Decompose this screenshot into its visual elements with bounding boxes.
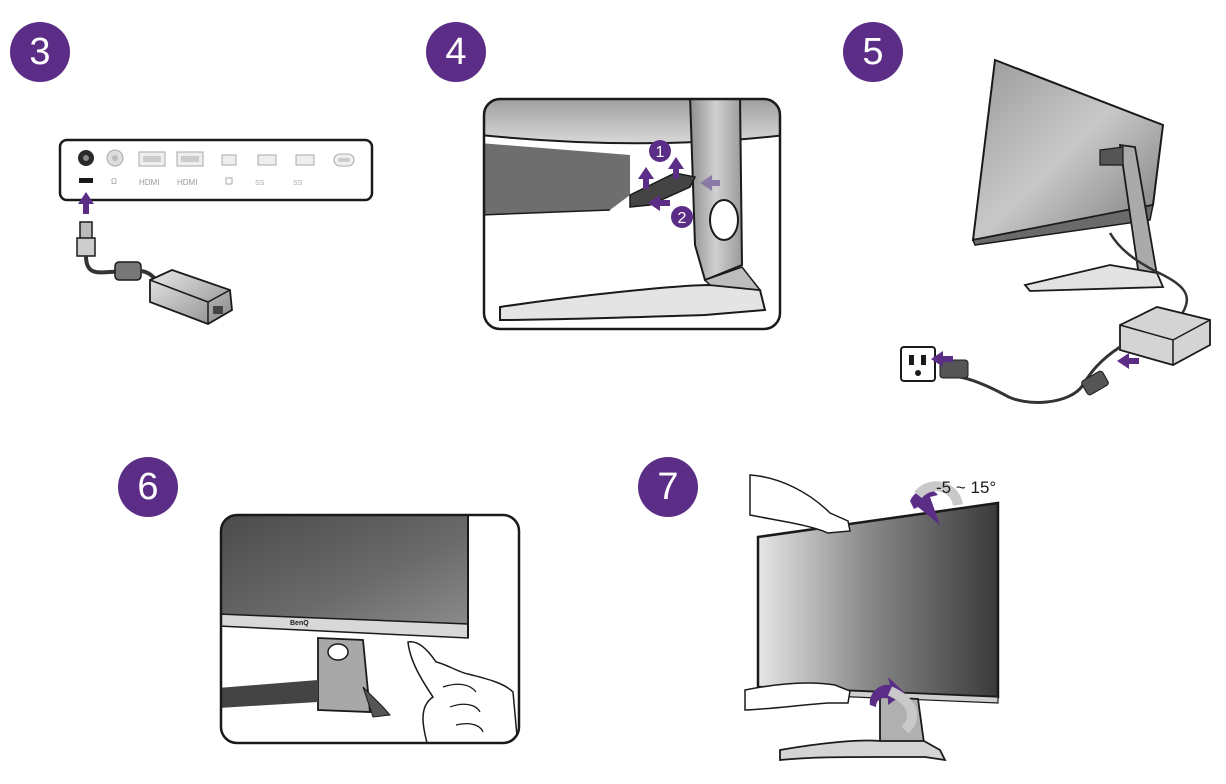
svg-text:SS: SS [293, 180, 303, 187]
left-arrow-icon [700, 175, 720, 191]
callout-1 [649, 140, 671, 162]
callout-2 [671, 206, 693, 228]
svg-text:HDMI: HDMI [139, 178, 159, 187]
step-3-badge: 3 [10, 22, 70, 82]
svg-text:BenQ: BenQ [290, 620, 309, 627]
up-arrow-icon [78, 192, 94, 214]
svg-text:1: 1 [656, 144, 665, 161]
up-arrow-icon [638, 167, 654, 189]
power-adapter [1119, 306, 1211, 366]
left-arrow-icon [648, 195, 670, 211]
tilt-range-label: -5 ~ 15° [936, 478, 996, 497]
step-6-badge: 6 [118, 457, 178, 517]
wall-socket [900, 346, 936, 382]
svg-text:Ω: Ω [111, 177, 117, 186]
svg-text:SS: SS [255, 180, 265, 187]
dp-port [221, 154, 237, 166]
step-3-illustration: Ω HDMI HDMI SS SS [58, 138, 374, 325]
step-7-badge: 7 [638, 457, 698, 517]
tilt-back-arrow [869, 677, 905, 707]
step-5-illustration [900, 58, 1211, 404]
step-5-badge: 5 [843, 22, 903, 82]
power-adapter [149, 269, 233, 325]
finger-pressing-power [407, 641, 519, 743]
left-arrow-icon [931, 351, 953, 367]
left-arrow-icon [1117, 353, 1139, 369]
usb-port-1 [257, 154, 277, 166]
svg-text:HDMI: HDMI [177, 178, 197, 187]
step-4-badge: 4 [426, 22, 486, 82]
up-arrow-icon [668, 157, 684, 179]
step-4-illustration: 1 2 [482, 97, 782, 331]
port-panel [58, 138, 374, 202]
tilt-forward-arrow [910, 489, 940, 525]
step-6-illustration: BenQ [219, 513, 521, 745]
svg-text:2: 2 [678, 210, 687, 227]
step-7-illustration: -5 ~ 15° [744, 474, 1000, 762]
monitor-screen [756, 501, 1000, 699]
usb-port-2 [295, 154, 315, 166]
